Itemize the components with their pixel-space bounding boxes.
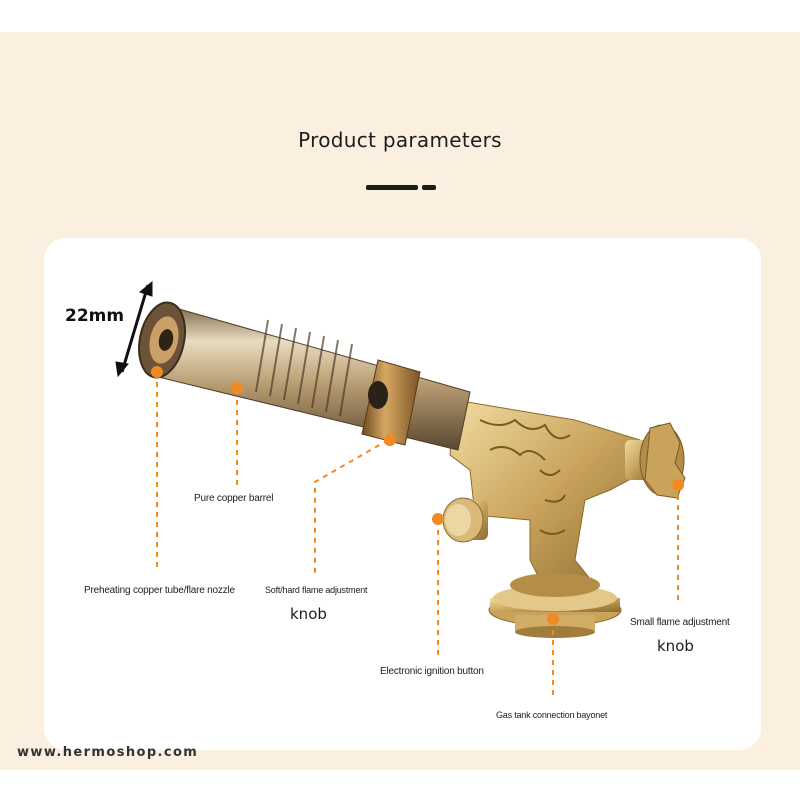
gas-bayonet-base (488, 573, 622, 638)
title-underline-dot (422, 185, 436, 190)
copper-barrel (138, 301, 471, 451)
dimension-arrow (115, 280, 153, 378)
label-gas-bayonet: Gas tank connection bayonet (496, 710, 608, 720)
small-flame-knob (625, 422, 686, 499)
label-knob-left: knob (290, 605, 327, 623)
callout-dots (151, 366, 684, 625)
torch-body (449, 399, 649, 591)
title-underline (366, 185, 418, 190)
label-ignition-button: Electronic ignition button (380, 666, 484, 677)
label-pure-copper-barrel: Pure copper barrel (194, 493, 274, 504)
label-soft-hard-flame: Soft/hard flame adjustment (265, 585, 368, 595)
page-title: Product parameters (298, 128, 502, 152)
callout-leaders (156, 372, 679, 700)
label-preheating-tube: Preheating copper tube/flare nozzle (84, 585, 235, 596)
label-knob-right: knob (657, 637, 694, 655)
diameter-label: 22mm (65, 306, 125, 326)
ignition-button (442, 497, 488, 543)
label-small-flame: Small flame adjustment (630, 617, 730, 628)
footer-watermark: www.hermoshop.com (17, 745, 199, 760)
